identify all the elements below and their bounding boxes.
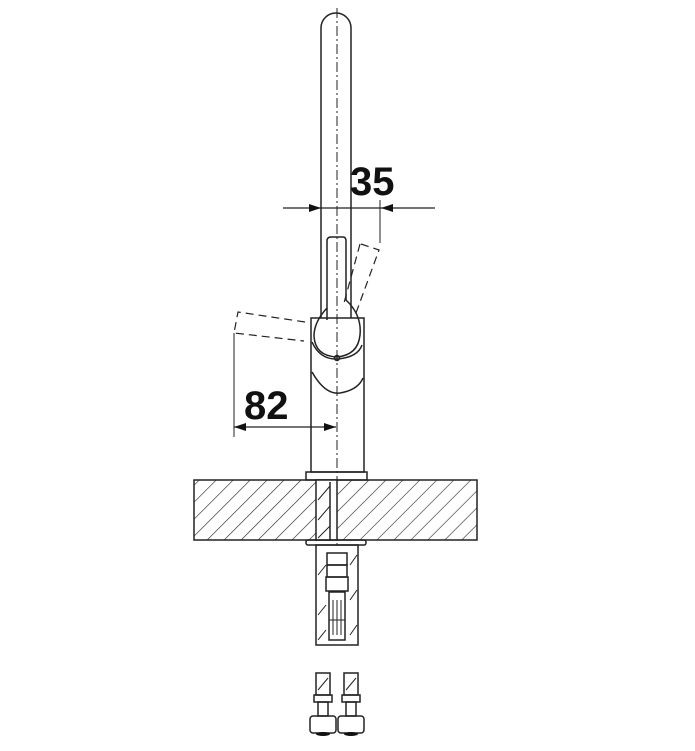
- lever: [313, 236, 361, 358]
- spout: [320, 12, 352, 318]
- lever-ring: [311, 341, 363, 360]
- hose-end-right: [344, 732, 358, 736]
- hose-end-left: [316, 732, 330, 736]
- lever-ring-lower: [311, 371, 364, 394]
- supply-hose-left: [309, 672, 337, 734]
- supply-hose-right: [337, 672, 365, 734]
- valve-ribs: [329, 600, 345, 635]
- coupling: [325, 576, 349, 592]
- lever-tilted-back-outline: [343, 243, 380, 314]
- shank-tube: [315, 544, 359, 646]
- lever-pin: [333, 354, 341, 362]
- mounting-hole-hatch: [317, 485, 331, 539]
- shank-hatch: [317, 554, 358, 641]
- dimension-label-82: 82: [244, 384, 289, 428]
- dimension-label-35: 35: [350, 160, 395, 204]
- valve-body: [328, 591, 346, 641]
- hex-nut-1: [326, 552, 348, 566]
- lever-tilted-forward-outline: [233, 311, 306, 342]
- hex-nut-2: [326, 564, 348, 578]
